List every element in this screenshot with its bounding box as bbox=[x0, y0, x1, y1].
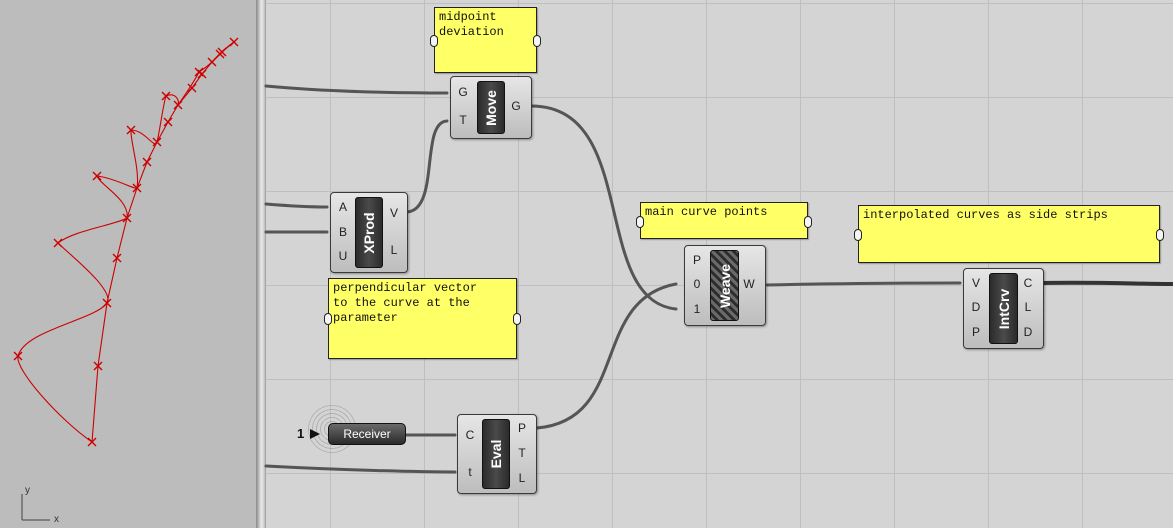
output-curve[interactable]: C bbox=[1023, 276, 1033, 290]
output-domain[interactable]: D bbox=[1023, 325, 1033, 339]
input-vertices[interactable]: V bbox=[971, 276, 980, 290]
panel-output-grip[interactable] bbox=[1156, 229, 1164, 241]
panel-text: midpoint deviation bbox=[439, 10, 504, 39]
component-eval[interactable]: Eval C t P T L bbox=[457, 414, 537, 494]
input-parameter[interactable]: t bbox=[468, 465, 472, 479]
panel-input-grip[interactable] bbox=[636, 216, 644, 228]
panel-text: main curve points bbox=[645, 205, 768, 219]
receiver-component[interactable]: Receiver bbox=[328, 423, 406, 445]
input-a[interactable]: A bbox=[338, 200, 347, 214]
wire-out-curves bbox=[1042, 280, 1173, 286]
panel-output-grip[interactable] bbox=[513, 313, 521, 325]
component-nickname: XProd bbox=[355, 197, 383, 268]
wire-in-t bbox=[264, 464, 457, 474]
panel-input-grip[interactable] bbox=[324, 313, 332, 325]
output-length[interactable]: L bbox=[1024, 300, 1032, 314]
output-geometry[interactable]: G bbox=[511, 99, 521, 113]
output-weave[interactable]: W bbox=[743, 277, 755, 291]
input-geometry[interactable]: G bbox=[458, 85, 468, 99]
output-point[interactable]: P bbox=[517, 421, 526, 435]
panel-input-grip[interactable] bbox=[430, 35, 438, 47]
panel-input-grip[interactable] bbox=[854, 229, 862, 241]
panel-main-curve-points[interactable]: main curve points bbox=[636, 202, 812, 239]
output-angle[interactable]: L bbox=[518, 471, 526, 485]
wire-weave-to-intcrv bbox=[765, 281, 962, 287]
viewport-drawing: y x bbox=[13, 37, 239, 525]
component-nickname: Weave bbox=[710, 250, 739, 321]
component-xprod[interactable]: XProd A B U V L bbox=[330, 192, 408, 273]
panel-text: perpendicular vector to the curve at the… bbox=[333, 281, 478, 325]
input-stream-1[interactable]: 1 bbox=[693, 302, 701, 316]
input-unitize[interactable]: U bbox=[338, 249, 348, 263]
wire-eval-to-weave bbox=[535, 282, 678, 430]
panel-output-grip[interactable] bbox=[804, 216, 812, 228]
component-nickname: Eval bbox=[482, 419, 510, 489]
input-stream-0[interactable]: 0 bbox=[693, 277, 701, 291]
panel-interpolated-curves[interactable]: interpolated curves as side strips bbox=[854, 205, 1164, 263]
wire-in-geometry bbox=[264, 84, 449, 95]
receiver-value: 1 bbox=[297, 426, 305, 441]
input-translation[interactable]: T bbox=[459, 113, 467, 127]
axis-y-label: y bbox=[25, 485, 30, 496]
input-b[interactable]: B bbox=[338, 225, 347, 239]
point-markers bbox=[13, 37, 239, 447]
panel-output-grip[interactable] bbox=[533, 35, 541, 47]
component-intcrv[interactable]: IntCrv V D P C L D bbox=[963, 268, 1044, 349]
input-periodic[interactable]: P bbox=[971, 325, 980, 339]
component-move[interactable]: Move G T G bbox=[450, 76, 532, 139]
rhino-viewport[interactable]: y x bbox=[0, 0, 256, 528]
component-weave[interactable]: Weave P 0 1 W bbox=[684, 245, 766, 326]
input-pattern[interactable]: P bbox=[692, 253, 701, 267]
input-degree[interactable]: D bbox=[971, 300, 981, 314]
receiver-arrow-icon bbox=[310, 429, 320, 439]
output-length[interactable]: L bbox=[390, 243, 398, 257]
wire-in-a bbox=[264, 202, 329, 209]
panel-perpendicular-vector[interactable]: perpendicular vector to the curve at the… bbox=[324, 278, 521, 359]
panel-splitter[interactable] bbox=[256, 0, 266, 528]
component-nickname: IntCrv bbox=[989, 273, 1018, 344]
wire-xprod-to-move bbox=[405, 119, 449, 214]
panel-text: interpolated curves as side strips bbox=[863, 208, 1108, 222]
component-nickname: Move bbox=[477, 81, 505, 134]
panel-midpoint-deviation[interactable]: midpoint deviation bbox=[430, 7, 541, 73]
output-tangent[interactable]: T bbox=[518, 446, 526, 460]
output-vector[interactable]: V bbox=[389, 206, 398, 220]
axis-gizmo bbox=[21, 494, 50, 521]
axis-x-label: x bbox=[54, 514, 59, 525]
input-curve[interactable]: C bbox=[465, 428, 475, 442]
